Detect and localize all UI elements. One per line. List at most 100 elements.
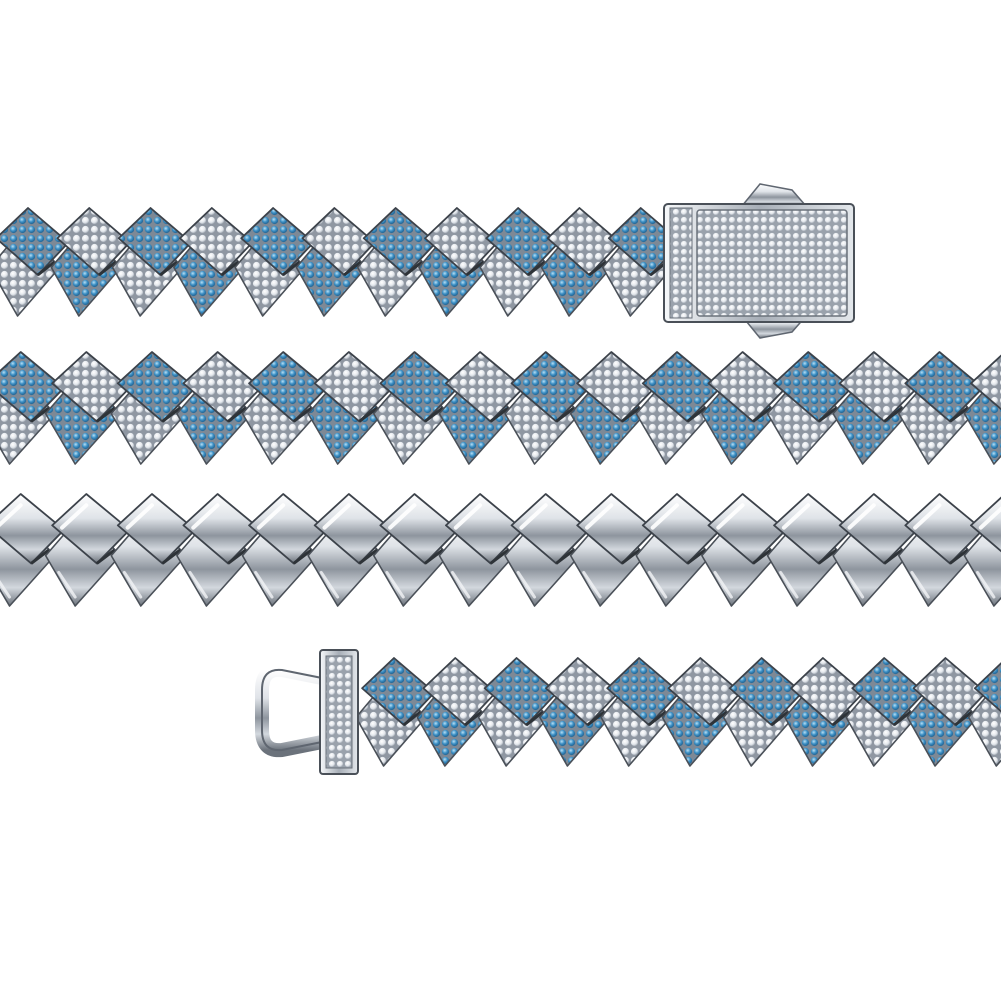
chain-link [539, 657, 620, 767]
chain-link-highlight [388, 503, 417, 530]
chain-link-gap [424, 548, 444, 565]
chain-link-highlight [191, 503, 220, 530]
chain-link [784, 657, 865, 767]
chain-link-highlight [716, 503, 745, 530]
chain-link [477, 657, 558, 767]
chain-link [540, 207, 621, 317]
chain-link-gap [525, 710, 544, 727]
chain-link-gap [227, 406, 247, 423]
chain-link [600, 657, 681, 767]
chain-link-highlight [0, 503, 23, 528]
chain-link [661, 657, 742, 767]
chain-row-3 [0, 493, 1001, 607]
chain-link-highlight [453, 503, 483, 530]
chain-link-highlight [585, 503, 614, 530]
chain-link [832, 351, 919, 465]
chain-link-highlight [910, 570, 930, 599]
chain-link [111, 207, 192, 317]
chain-link-highlight [322, 503, 351, 530]
box-clasp-side-bar [669, 207, 693, 319]
chain-link-gap [30, 406, 50, 423]
chain-link-gap [770, 710, 789, 727]
chain-link-gap [404, 260, 423, 277]
chain-link-gap [489, 406, 510, 423]
chain-link [766, 493, 853, 607]
chain-link-gap [883, 548, 903, 565]
chain-link-highlight [519, 503, 548, 530]
chain-link-gap [831, 710, 851, 727]
chain-link [897, 351, 984, 465]
chain-link-gap [555, 406, 575, 423]
chain-link [418, 207, 499, 317]
chain-link-gap [464, 710, 483, 727]
chain-row-4 [355, 657, 1001, 767]
chain-link-gap [620, 548, 641, 565]
chain-link-gap [686, 406, 707, 423]
chain-link-gap [489, 548, 510, 565]
chain-link-highlight [0, 580, 12, 599]
chain-link [241, 493, 328, 607]
chain-link-gap [292, 406, 313, 423]
box-clasp-pave-face [696, 209, 848, 317]
chain-link-highlight [650, 503, 679, 530]
chain-link-gap [98, 260, 117, 277]
chain-link-highlight [844, 570, 865, 599]
chain-link-gap [883, 406, 903, 423]
chain-link-gap [358, 548, 378, 565]
chain-link-highlight [125, 503, 154, 530]
chain-link-gap [227, 548, 247, 565]
chain-link-gap [527, 260, 546, 277]
chain-link-gap [358, 406, 378, 423]
chain-link-gap [620, 406, 641, 423]
chain-link [176, 351, 262, 465]
chain-link-highlight [451, 570, 471, 599]
chain-link-highlight [713, 570, 733, 599]
chain-link-highlight [847, 503, 876, 530]
chain-link-gap [30, 548, 50, 565]
chain-link-gap [292, 548, 313, 565]
chain-link-gap [343, 260, 362, 277]
chain-link [110, 351, 197, 465]
chain-link [176, 493, 262, 607]
chain-link-gap [159, 260, 178, 277]
chain-link-gap [586, 710, 606, 727]
chain-link-gap [949, 406, 969, 423]
chain-row-1 [0, 207, 683, 317]
tongue-clasp-hook-edge [261, 668, 323, 752]
chain-link [504, 351, 590, 465]
chain-link [967, 662, 1001, 767]
chain-link-highlight [319, 570, 340, 599]
chain-link-gap [949, 548, 969, 565]
chain-link [44, 493, 131, 607]
chain-link [845, 657, 926, 767]
chain-link-highlight [60, 503, 89, 530]
chain-link-highlight [254, 570, 274, 599]
chain-link-gap [817, 548, 838, 565]
chain-link-highlight [779, 570, 799, 599]
chain-link-highlight [913, 503, 942, 530]
chain-link-gap [709, 710, 728, 727]
chain-link-gap [817, 406, 838, 423]
chain-link-highlight [516, 570, 537, 599]
chain-link-gap [588, 260, 607, 277]
chain-link [438, 351, 525, 465]
chain-link-highlight [976, 570, 996, 599]
chain-link [963, 354, 1001, 465]
chain-link-gap [424, 406, 444, 423]
chain-link-gap [161, 548, 182, 565]
chain-link [50, 207, 131, 317]
chain-link-gap [161, 406, 182, 423]
chain-link [479, 207, 560, 317]
chain-link-gap [402, 710, 422, 727]
chain-link [234, 207, 315, 317]
chain-link-gap [555, 548, 575, 565]
chain-link-highlight [256, 503, 286, 530]
chain-link [173, 207, 254, 317]
chain-link-highlight [978, 506, 1001, 530]
chain-link-highlight [781, 503, 811, 530]
chain-link-gap [281, 260, 301, 277]
chain-link-gap [752, 406, 772, 423]
tongue-clasp [255, 649, 359, 775]
